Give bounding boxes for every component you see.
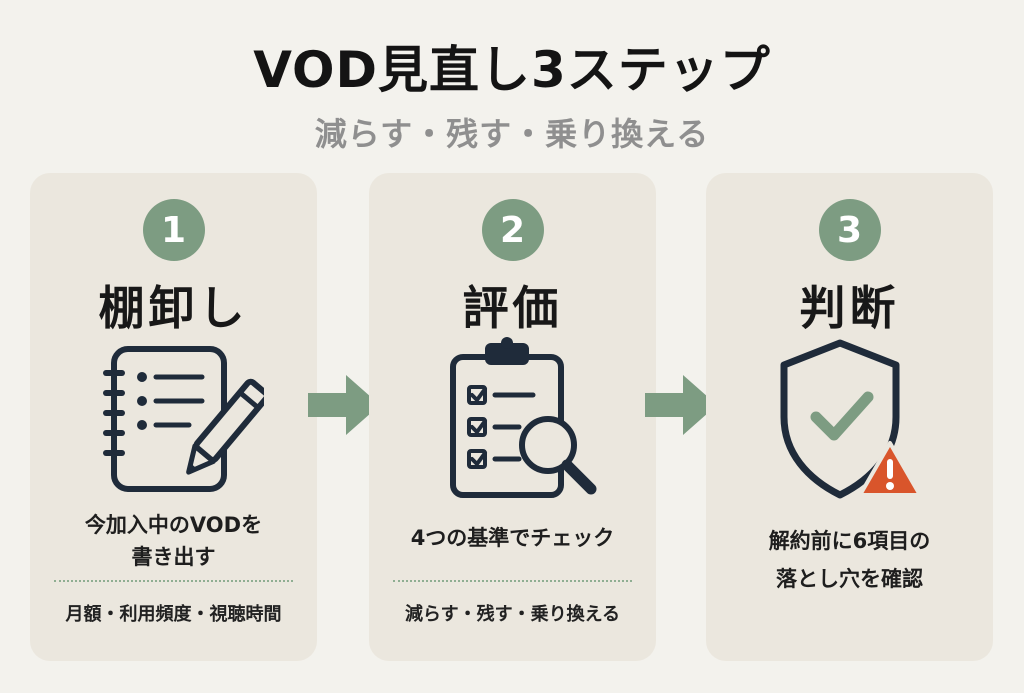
step-number-badge: 2 bbox=[481, 199, 544, 261]
page-subtitle: 減らす・残す・乗り換える bbox=[314, 115, 710, 153]
page-title: VOD見直し3ステップ bbox=[253, 41, 771, 99]
step-card-1: 1 棚卸し 今加入中のVODを 書き出す 月額 bbox=[30, 173, 317, 661]
step-description: 4つの基準でチェック bbox=[379, 522, 646, 554]
step-description: 今加入中のVODを 書き出す bbox=[40, 509, 307, 573]
dotted-divider bbox=[54, 580, 293, 582]
description-line: 落とし穴を確認 bbox=[776, 567, 923, 591]
description-line: 解約前に6項目の bbox=[768, 529, 931, 553]
arrow-right-icon bbox=[308, 375, 380, 435]
step-number-badge: 1 bbox=[142, 199, 205, 261]
arrow-right-icon bbox=[645, 375, 717, 435]
step-detail: 月額・利用頻度・視聴時間 bbox=[65, 604, 282, 625]
step-description: 解約前に6項目の 落とし穴を確認 bbox=[716, 522, 983, 598]
shield-check-warning-icon bbox=[780, 339, 922, 499]
clipboard-magnifier-icon bbox=[449, 337, 596, 498]
step-title: 評価 bbox=[462, 281, 563, 335]
step-title: 棚卸し bbox=[98, 281, 249, 335]
description-line: 4つの基準でチェック bbox=[410, 526, 615, 550]
step-title: 判断 bbox=[799, 281, 900, 335]
dotted-divider bbox=[393, 580, 632, 582]
step-detail: 減らす・残す・乗り換える bbox=[404, 604, 621, 625]
step-number-badge: 3 bbox=[818, 199, 881, 261]
description-line: 今加入中のVODを bbox=[84, 513, 263, 537]
description-line: 書き出す bbox=[131, 545, 216, 569]
step-card-2: 2 評価 4つの基準でチェック 減らす・残す・乗り換える bbox=[369, 173, 656, 661]
notebook-pencil-icon bbox=[102, 346, 264, 492]
step-card-3: 3 判断 解約前に6項目の 落とし穴を確認 bbox=[706, 173, 993, 661]
